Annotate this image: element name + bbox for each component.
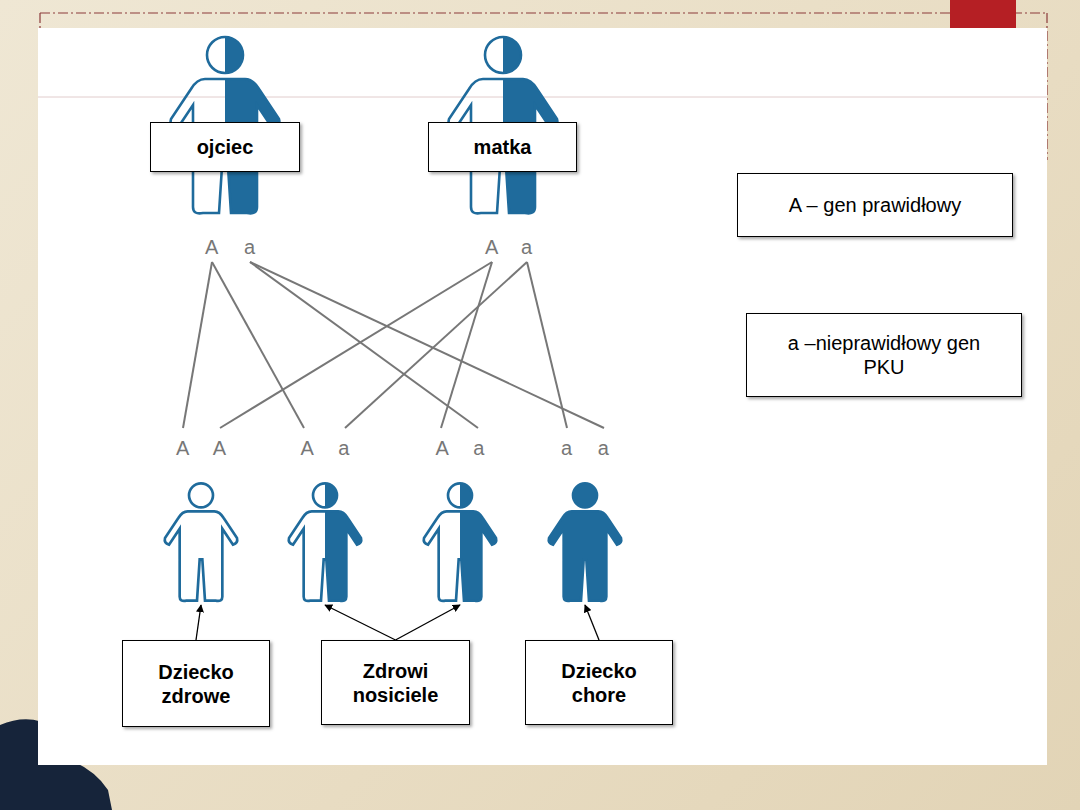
box-label: matka <box>474 135 532 159</box>
allele-pair: A a <box>301 436 350 460</box>
accent-block <box>950 0 1016 29</box>
allele-pair: A A <box>176 436 226 460</box>
child-figure: A a <box>280 430 370 605</box>
box-label: Dziecko chore <box>534 659 664 707</box>
content-panel <box>38 28 1047 765</box>
person-icon <box>420 482 500 602</box>
allele-pair: a a <box>561 436 609 460</box>
inheritance-lines <box>183 262 604 428</box>
role-box: matka <box>428 122 577 172</box>
box-label: Dziecko zdrowe <box>131 660 261 708</box>
key-box: A – gen prawidłowy <box>737 173 1013 237</box>
pointer-arrow <box>196 605 201 640</box>
allele-label: A <box>205 237 218 257</box>
allele-pair: A a <box>436 436 485 460</box>
allele-label: a <box>521 237 532 257</box>
outcome-box: Dziecko chore <box>525 640 673 725</box>
box-label: ojciec <box>197 135 254 159</box>
box-label: Zdrowi nosiciele <box>331 659 461 707</box>
allele-label: a <box>244 237 255 257</box>
key-box: a –nieprawidłowy gen PKU <box>746 313 1022 397</box>
pointer-arrow <box>396 605 461 640</box>
role-box: ojciec <box>150 122 300 172</box>
person-icon <box>545 482 625 602</box>
frame-line <box>40 12 1047 13</box>
child-figure: A a <box>415 430 505 605</box>
outcome-box: Zdrowi nosiciele <box>321 640 470 725</box>
pointer-arrow <box>325 605 396 640</box>
child-figure: A A <box>156 430 246 605</box>
box-label: a –nieprawidłowy gen PKU <box>769 331 999 379</box>
pointer-arrow <box>585 605 599 640</box>
person-icon <box>161 482 241 602</box>
outcome-box: Dziecko zdrowe <box>122 640 270 727</box>
allele-label: A <box>485 237 498 257</box>
box-label: A – gen prawidłowy <box>789 193 961 217</box>
child-figure: a a <box>540 430 630 605</box>
person-icon <box>285 482 365 602</box>
